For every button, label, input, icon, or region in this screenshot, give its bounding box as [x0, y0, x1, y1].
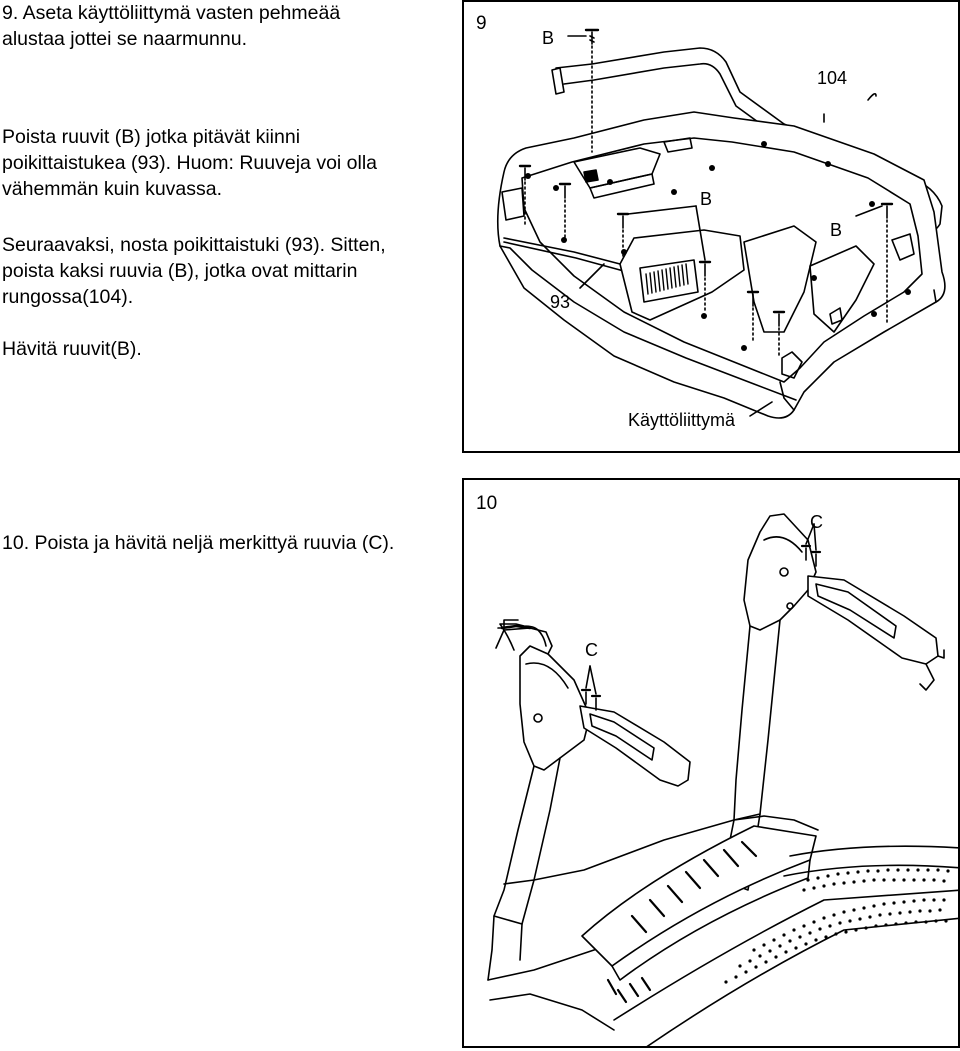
step-9-para1-line-3: vähemmän kuin kuvassa.: [2, 178, 223, 200]
mounting-holes: [525, 141, 911, 351]
hood-slats: [606, 840, 758, 1004]
label-104: 104: [817, 68, 847, 88]
screw-b-6: [880, 202, 894, 323]
label-interface: Käyttöliittymä: [628, 410, 736, 430]
deck-perforations: [724, 868, 950, 984]
step-10-text: 10. Poista ja hävitä neljä merkittyä ruu…: [2, 532, 395, 554]
figure-10: 10: [462, 478, 960, 1048]
step-9-heading-line-2: alustaa jottei se naarmunnu.: [2, 28, 247, 50]
right-upright: [721, 513, 945, 891]
vent-grille: [645, 263, 689, 295]
figure-10-number: 10: [476, 493, 498, 514]
motor-hood: [581, 825, 817, 1004]
step-9-para2-line-1: Seuraavaksi, nosta poikittaistuki (93). …: [2, 234, 386, 256]
step-9-paragraph-1: Poista ruuvit (B) jotka pitävät kiinni p…: [2, 124, 442, 202]
step-9-paragraph-3: Hävitä ruuvit(B).: [2, 336, 442, 362]
screw-b-1: [558, 182, 572, 239]
figure-9: 9: [462, 0, 960, 453]
figure-9-number: 9: [476, 13, 487, 34]
screw-b-4: [746, 290, 760, 343]
step-10-instructions: 10. Poista ja hävitä neljä merkittyä ruu…: [2, 530, 462, 556]
screw-b-2: [616, 212, 630, 257]
step-9-para1-line-2: poikittaistukea (93). Huom: Ruuveja voi …: [2, 152, 378, 174]
label-b-top: B: [542, 28, 554, 48]
step-9-heading-line-1: 9. Aseta käyttöliittymä vasten pehmeää: [2, 2, 341, 24]
screws-c: [580, 523, 822, 711]
screw-b-5: [772, 310, 786, 359]
step-9-para1-line-1: Poista ruuvit (B) jotka pitävät kiinni: [2, 126, 301, 148]
running-deck: [613, 845, 958, 1046]
screws-b: [518, 28, 894, 417]
treadmill-uprights-illustration: C C: [487, 512, 958, 1046]
label-c-right: C: [810, 512, 823, 532]
console-housing: [496, 111, 946, 419]
step-9-para3: Hävitä ruuvit(B).: [2, 338, 142, 360]
screw-b-7: [518, 164, 532, 225]
label-c-left: C: [585, 640, 598, 660]
step-9-para2-line-3: rungossa(104).: [2, 286, 134, 308]
label-b-right: B: [830, 220, 842, 240]
label-b-middle: B: [700, 189, 712, 209]
step-9-para2-line-2: poista kaksi ruuvia (B), jotka ovat mitt…: [2, 260, 358, 282]
console-illustration: B 104 B B 93 Käyttöliittymä: [496, 28, 946, 430]
step-9-paragraph-2: Seuraavaksi, nosta poikittaistuki (93). …: [2, 232, 442, 310]
screw-b-3: [698, 260, 712, 311]
cable: [499, 623, 547, 651]
label-93: 93: [550, 292, 570, 312]
step-9-instructions: 9. Aseta käyttöliittymä vasten pehmeää a…: [2, 0, 442, 52]
left-upright: [493, 619, 691, 925]
screw-b-top: [584, 28, 600, 153]
